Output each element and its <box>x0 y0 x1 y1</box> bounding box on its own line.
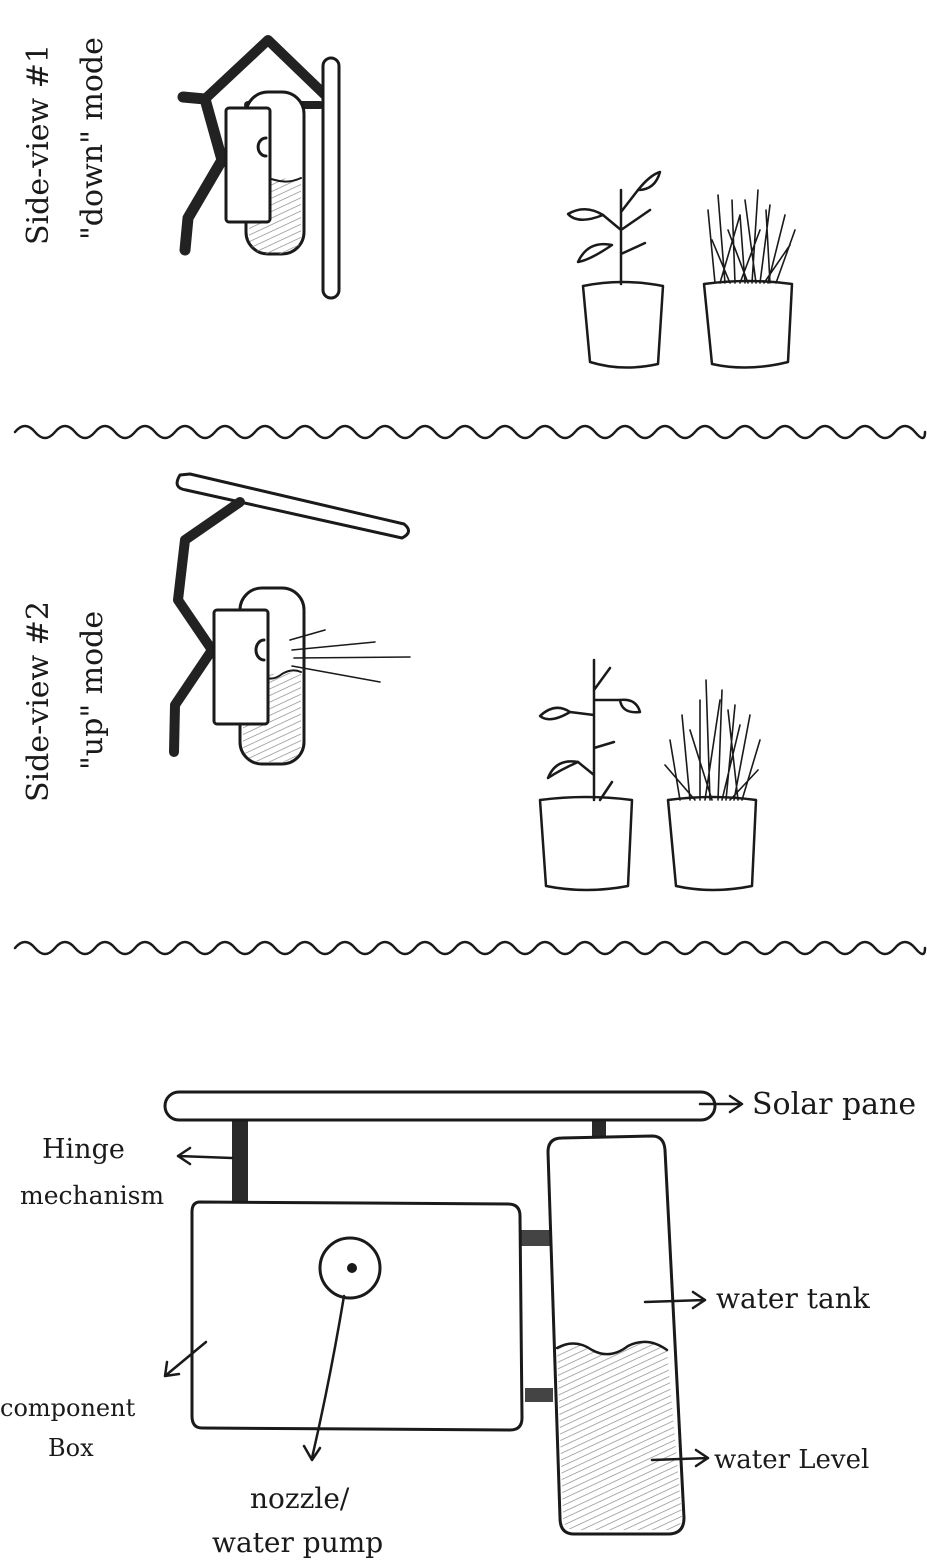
side-view-1-mode: "down" mode <box>75 37 110 240</box>
arrow-hinge <box>178 1148 232 1164</box>
label-solar-panel: Solar pane <box>752 1087 916 1122</box>
label-nozzle-1: nozzle/ <box>250 1482 350 1515</box>
component-box-2 <box>214 610 268 724</box>
water-fill-detail <box>557 1342 682 1530</box>
pot-2b <box>668 797 756 890</box>
divider-2 <box>15 942 925 954</box>
label-hinge-1: Hinge <box>42 1134 125 1165</box>
label-water-level: water Level <box>714 1445 869 1475</box>
pot-1a <box>583 282 663 368</box>
solar-panel-detail <box>165 1092 715 1120</box>
plant-grass-1 <box>704 190 795 368</box>
nozzle-dot <box>347 1263 357 1273</box>
label-nozzle-2: water pump <box>212 1526 383 1559</box>
side-view-1-title: Side-view #1 <box>21 44 56 245</box>
component-box-detail <box>192 1202 522 1430</box>
solar-panel-2 <box>177 474 408 538</box>
side-view-2-panel: Side-view #2 "up" mode <box>21 474 760 890</box>
plant-leafy-1 <box>568 172 663 368</box>
plant-grass-2 <box>665 680 760 890</box>
connector-bottom <box>525 1388 553 1402</box>
connector-top <box>518 1230 550 1246</box>
side-view-2-mode: "up" mode <box>75 611 110 770</box>
hinge-top-arm-1 <box>205 40 325 99</box>
divider-1 <box>15 426 925 438</box>
label-component-2: Box <box>48 1434 94 1462</box>
side-view-2-title: Side-view #2 <box>21 601 56 802</box>
solar-panel-1 <box>323 58 339 298</box>
component-box-1 <box>226 108 270 222</box>
detail-panel: Solar pane Hinge mechanism water tank co… <box>0 1087 916 1559</box>
spray-lines <box>290 630 410 682</box>
label-component-1: component <box>0 1394 136 1422</box>
pot-2a <box>540 797 632 890</box>
plant-leafy-2 <box>540 660 640 890</box>
pot-1b <box>704 281 792 368</box>
hinge-arm-1 <box>183 97 222 250</box>
label-water-tank: water tank <box>716 1282 871 1315</box>
side-view-1-panel: Side-view #1 "down" mode <box>21 37 795 367</box>
hinge-post-left <box>232 1116 248 1202</box>
label-hinge-2: mechanism <box>20 1181 164 1210</box>
